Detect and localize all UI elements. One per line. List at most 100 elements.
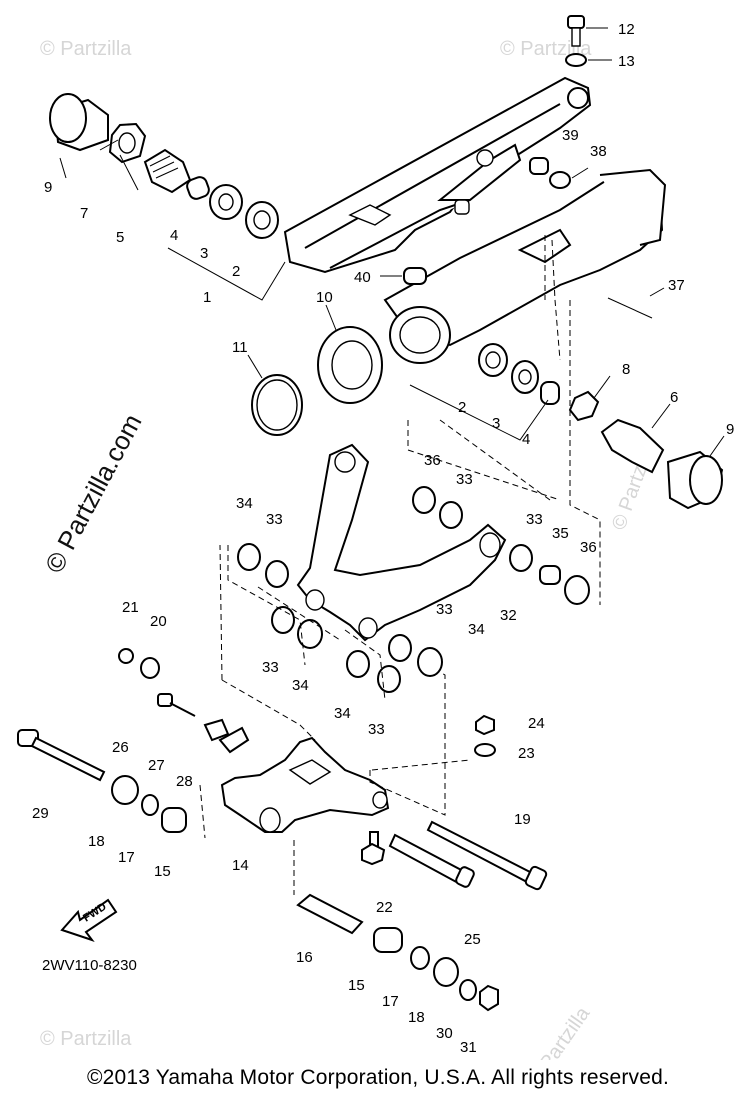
bushing-18-right: [433, 957, 459, 987]
callout-18-right: 18: [408, 1009, 425, 1026]
washer-17-right: [410, 946, 430, 970]
pin-25: [388, 833, 475, 888]
callout-33-e: 33: [368, 721, 385, 738]
callout-21: 21: [122, 599, 139, 616]
shaft-5: [143, 148, 192, 194]
nut-24: [475, 714, 495, 736]
collar-4-right: [540, 381, 560, 405]
callout-labels: 12 13 39 38 9 7 5 4 3 2 1 40 37 10 11 8 …: [32, 21, 734, 1056]
bushing-33-a: [265, 560, 289, 588]
plate-28: [218, 726, 250, 754]
collar-15-right: [373, 927, 403, 953]
callout-30: 30: [436, 1025, 453, 1042]
callout-2-left: 2: [232, 263, 240, 280]
bearing-2-right: [478, 343, 508, 377]
bushing-34-c: [417, 647, 443, 677]
bolt-22: [361, 831, 386, 866]
bolt-26: [157, 693, 196, 717]
callout-33-upper: 33: [456, 471, 473, 488]
callout-35: 35: [552, 525, 569, 542]
callout-17-left: 17: [118, 849, 135, 866]
bushing-34-b: [297, 619, 323, 649]
callout-40: 40: [354, 269, 371, 286]
nut-7: [108, 122, 147, 164]
collar-4-left: [186, 176, 210, 200]
callout-18-left: 18: [88, 833, 105, 850]
seal-3-left: [209, 184, 243, 220]
callout-19: 19: [514, 811, 531, 828]
callout-10: 10: [316, 289, 333, 306]
bolt-29: [17, 729, 106, 782]
callout-11: 11: [232, 339, 248, 356]
bushing-18-left: [111, 775, 139, 805]
callout-13: 13: [618, 53, 635, 70]
watermark-partzilla: © Partzilla.com: [39, 409, 148, 578]
washer-20: [140, 657, 160, 679]
callout-32: 32: [500, 607, 517, 624]
callout-3-right: 3: [492, 415, 500, 432]
watermark-top-left: © Partzilla: [40, 38, 132, 60]
callout-2-right: 2: [458, 399, 466, 416]
callout-17-right: 17: [382, 993, 399, 1010]
callout-12: 12: [618, 21, 635, 38]
callout-34-d: 34: [334, 705, 351, 722]
bolt-19: [426, 820, 548, 891]
callout-36-right: 36: [580, 539, 597, 556]
callout-7: 7: [80, 205, 88, 222]
seal-3-right: [511, 360, 539, 394]
callout-33-a: 33: [266, 511, 283, 528]
callout-6: 6: [670, 389, 678, 406]
bolt-12: [567, 15, 585, 47]
callout-23: 23: [518, 745, 535, 762]
callout-29: 29: [32, 805, 49, 822]
callout-9-left: 9: [44, 179, 52, 196]
bracket-27: [203, 718, 230, 742]
callout-38: 38: [590, 143, 607, 160]
callout-39: 39: [562, 127, 579, 144]
bushing-33-upper: [439, 501, 463, 529]
bearing-2-left: [245, 201, 279, 239]
callout-3-left: 3: [200, 245, 208, 262]
callout-22: 22: [376, 899, 393, 916]
callout-24: 24: [528, 715, 545, 732]
callout-25: 25: [464, 931, 481, 948]
lock-washer-8: [568, 390, 600, 422]
washer-17-left: [141, 794, 159, 816]
connecting-rod-14: [220, 736, 390, 833]
shaft-6: [600, 418, 665, 474]
callout-34-c: 34: [468, 621, 485, 638]
callout-1: 1: [203, 289, 211, 306]
callout-15-right: 15: [348, 977, 365, 994]
callout-9-right: 9: [726, 421, 734, 438]
collar-15-left: [161, 807, 187, 833]
cap-39: [529, 157, 549, 175]
callout-27: 27: [148, 757, 165, 774]
bushing-33-e: [377, 665, 401, 693]
o-ring-11: [251, 374, 303, 436]
callout-37: 37: [668, 277, 685, 294]
sleeve-16: [296, 893, 364, 935]
fwd-arrow-icon: FWD: [60, 898, 118, 942]
callout-36-left: 36: [424, 452, 441, 469]
watermark-bottom-left: © Partzilla: [40, 1028, 132, 1050]
callout-16: 16: [296, 949, 313, 966]
seal-guard-10: [317, 326, 383, 404]
callout-20: 20: [150, 613, 167, 630]
washer-30: [459, 979, 477, 1001]
bushing-36-left: [412, 486, 436, 514]
callout-33-c: 33: [436, 601, 453, 618]
bushing-33-b: [509, 544, 533, 572]
callout-14: 14: [232, 857, 249, 874]
bushing-36-right: [564, 575, 590, 605]
cap-9-right: [666, 450, 724, 510]
exploded-view-svg: © Partzilla © Partzilla © Partzilla © Pa…: [17, 15, 734, 1091]
callout-4-right: 4: [522, 431, 530, 448]
relay-arm-32: [296, 443, 507, 642]
plug-40: [403, 267, 427, 285]
callout-34-a: 34: [236, 495, 253, 512]
collar-35: [539, 565, 561, 585]
callout-26: 26: [112, 739, 129, 756]
washer-13: [565, 53, 587, 67]
callout-8: 8: [622, 361, 630, 378]
